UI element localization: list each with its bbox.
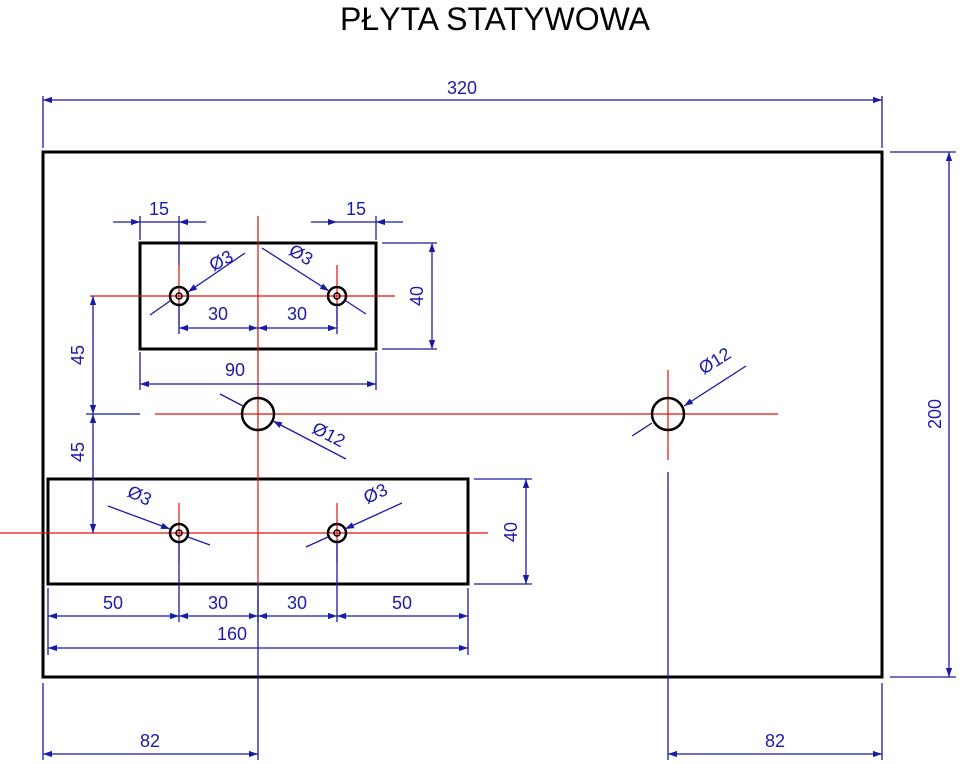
dim-overall-height: 200 bbox=[890, 151, 956, 678]
svg-text:40: 40 bbox=[501, 522, 521, 542]
svg-text:30: 30 bbox=[208, 593, 228, 613]
svg-text:Ø3: Ø3 bbox=[124, 481, 154, 509]
hole-small-bottom-right bbox=[326, 522, 348, 544]
hole-small-top-right bbox=[326, 285, 348, 307]
svg-text:90: 90 bbox=[225, 360, 245, 380]
svg-text:82: 82 bbox=[765, 731, 785, 751]
svg-text:45: 45 bbox=[68, 345, 88, 365]
hole-small-bottom-left bbox=[168, 522, 190, 544]
holes bbox=[168, 285, 686, 544]
svg-text:82: 82 bbox=[140, 731, 160, 751]
svg-text:30: 30 bbox=[287, 304, 307, 324]
dim-overall-width: 320 bbox=[42, 78, 883, 148]
svg-text:Ø3: Ø3 bbox=[360, 479, 390, 507]
dim-bottom-slot-height: 40 bbox=[474, 478, 532, 585]
hole-small-top-left bbox=[168, 285, 190, 307]
svg-text:30: 30 bbox=[208, 304, 228, 324]
dim-top-slot-width: 90 bbox=[139, 352, 377, 390]
svg-text:50: 50 bbox=[392, 593, 412, 613]
svg-text:Ø3: Ø3 bbox=[286, 240, 317, 269]
svg-text:Ø12: Ø12 bbox=[695, 343, 734, 378]
centerlines bbox=[0, 216, 778, 600]
dim-vertical-45: 45 45 bbox=[68, 296, 140, 533]
svg-text:50: 50 bbox=[103, 593, 123, 613]
svg-text:45: 45 bbox=[68, 442, 88, 462]
dim-right-offset: 82 bbox=[667, 472, 883, 760]
svg-text:40: 40 bbox=[407, 286, 427, 306]
dim-top-slot-height: 40 bbox=[382, 242, 437, 350]
dim-top-spacing: 30 30 bbox=[178, 304, 338, 334]
svg-text:320: 320 bbox=[447, 78, 477, 98]
hole-large-left bbox=[240, 396, 276, 432]
hole-large-right bbox=[650, 396, 686, 432]
plate-outline bbox=[41, 150, 884, 679]
svg-text:160: 160 bbox=[217, 624, 247, 644]
dim-left-offset: 82 bbox=[42, 600, 259, 760]
svg-text:15: 15 bbox=[149, 199, 169, 219]
dim-top-left-15: 15 bbox=[113, 199, 206, 265]
svg-text:30: 30 bbox=[287, 593, 307, 613]
drawing-title: PŁYTA STATYWOWA bbox=[340, 1, 651, 37]
diameter-labels: Ø3 Ø3 Ø3 Ø3 Ø12 Ø12 bbox=[107, 240, 747, 548]
svg-text:200: 200 bbox=[925, 399, 945, 429]
svg-text:Ø12: Ø12 bbox=[309, 418, 348, 451]
dim-top-right-15: 15 bbox=[311, 199, 403, 240]
svg-text:15: 15 bbox=[346, 199, 366, 219]
svg-text:Ø3: Ø3 bbox=[206, 246, 237, 275]
